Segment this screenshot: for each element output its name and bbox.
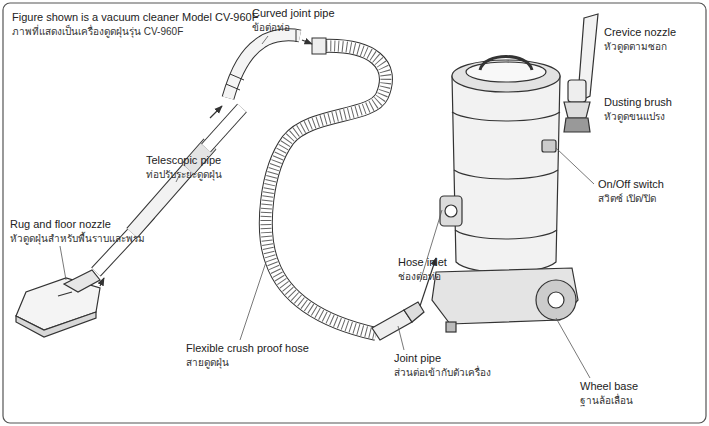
dusting-brush: [564, 80, 590, 132]
wheel-base: [432, 268, 578, 332]
floor-nozzle-part: [64, 270, 100, 292]
canister-part: [445, 205, 457, 217]
joint-pipe-part: [372, 310, 412, 340]
dusting-brush-part: [564, 102, 590, 118]
canister-part: [452, 60, 560, 92]
leader-lines-part: [556, 148, 594, 184]
part-arrows-part: [100, 278, 104, 286]
curved-joint-pipe-part: [228, 35, 300, 98]
joint-pipe-part: [404, 302, 424, 322]
canister-part: [542, 140, 556, 152]
curved-joint-pipe-part: [228, 35, 300, 98]
part-label: Wheel base: [580, 380, 638, 393]
canister-part: [455, 230, 557, 239]
dusting-brush-part: [568, 80, 586, 102]
part-label: Flexible crush proof hose: [186, 342, 309, 355]
floor-nozzle-part: [58, 292, 72, 296]
frame: [3, 3, 706, 423]
telescopic-pipe: [96, 108, 242, 272]
part-arrows-part: [302, 40, 312, 44]
wheel-base-part: [446, 322, 456, 332]
leader-lines-part: [556, 318, 590, 378]
thai-part-label: ช่องต่อท่อ: [398, 270, 441, 283]
canister: [440, 57, 560, 273]
thai-part-label: หัวดูดฝุ่นสำหรับพื้นราบและพรม: [10, 232, 145, 245]
leader-lines-part: [240, 262, 266, 340]
part-arrows: [100, 40, 436, 306]
canister-part: [454, 170, 558, 179]
part-label: Dusting brush: [604, 96, 672, 109]
leader-lines-part: [398, 326, 404, 350]
canister-part: [452, 112, 560, 121]
curved-joint-pipe-part: [226, 84, 240, 90]
curved-joint-pipe-part: [296, 30, 297, 42]
floor-nozzle-part: [16, 312, 96, 337]
part-label: Crevice nozzle: [604, 26, 676, 39]
leader-lines-part: [262, 36, 268, 44]
floor-nozzle: [16, 270, 100, 337]
leader-lines: [60, 36, 594, 378]
canister-part: [452, 76, 560, 273]
thai-part-label: ฐานล้อเลื่อน: [580, 394, 633, 407]
thai-part-label: หัวดูดตามซอก: [604, 40, 667, 53]
telescopic-pipe-part: [206, 108, 242, 148]
thai-part-label: สายดูดฝุ่น: [186, 356, 229, 369]
part-label: Figure shown is a vacuum cleaner Model C…: [12, 11, 258, 24]
thai-part-label: ท่อปรับระยะดูดฝุ่น: [146, 168, 222, 181]
thai-part-label: ส่วนต่อเข้ากับตัวเครื่อง: [394, 366, 491, 379]
joint-pipe: [372, 302, 424, 340]
curved-joint-pipe-part: [230, 74, 244, 80]
leader-lines-part: [60, 246, 66, 280]
thai-part-label: สวิตซ์ เปิด/ปิด: [598, 192, 656, 205]
canister-part: [466, 62, 546, 82]
hose-part: [266, 46, 386, 334]
dusting-brush-part: [564, 118, 590, 132]
part-label: Curved joint pipe: [252, 7, 335, 20]
part-arrows-part: [210, 106, 222, 118]
wheel-base-part: [536, 280, 576, 320]
hose: [266, 38, 386, 334]
part-label: On/Off switch: [598, 178, 664, 191]
wheel-base-part: [548, 292, 564, 308]
canister-part: [440, 196, 462, 226]
thai-part-label: ภาพที่แสดงเป็นเครื่องดูดฝุ่นรุ่น CV-960F: [12, 25, 183, 38]
part-label: Hose inlet: [398, 256, 447, 269]
telescopic-pipe-part: [206, 108, 242, 148]
canister-part: [480, 57, 532, 71]
thai-part-label: ข้อต่อท่อ: [252, 21, 290, 34]
part-label: Joint pipe: [394, 352, 441, 365]
thai-part-label: หัวดูดขนแปรง: [604, 110, 665, 123]
part-label: Telescopic pipe: [146, 154, 221, 167]
hose-part: [312, 38, 326, 54]
hose-part: [266, 46, 386, 334]
part-label: Rug and floor nozzle: [10, 218, 111, 231]
hose-part: [266, 46, 386, 334]
wheel-base-part: [432, 268, 578, 324]
curved-joint-pipe: [226, 30, 300, 98]
